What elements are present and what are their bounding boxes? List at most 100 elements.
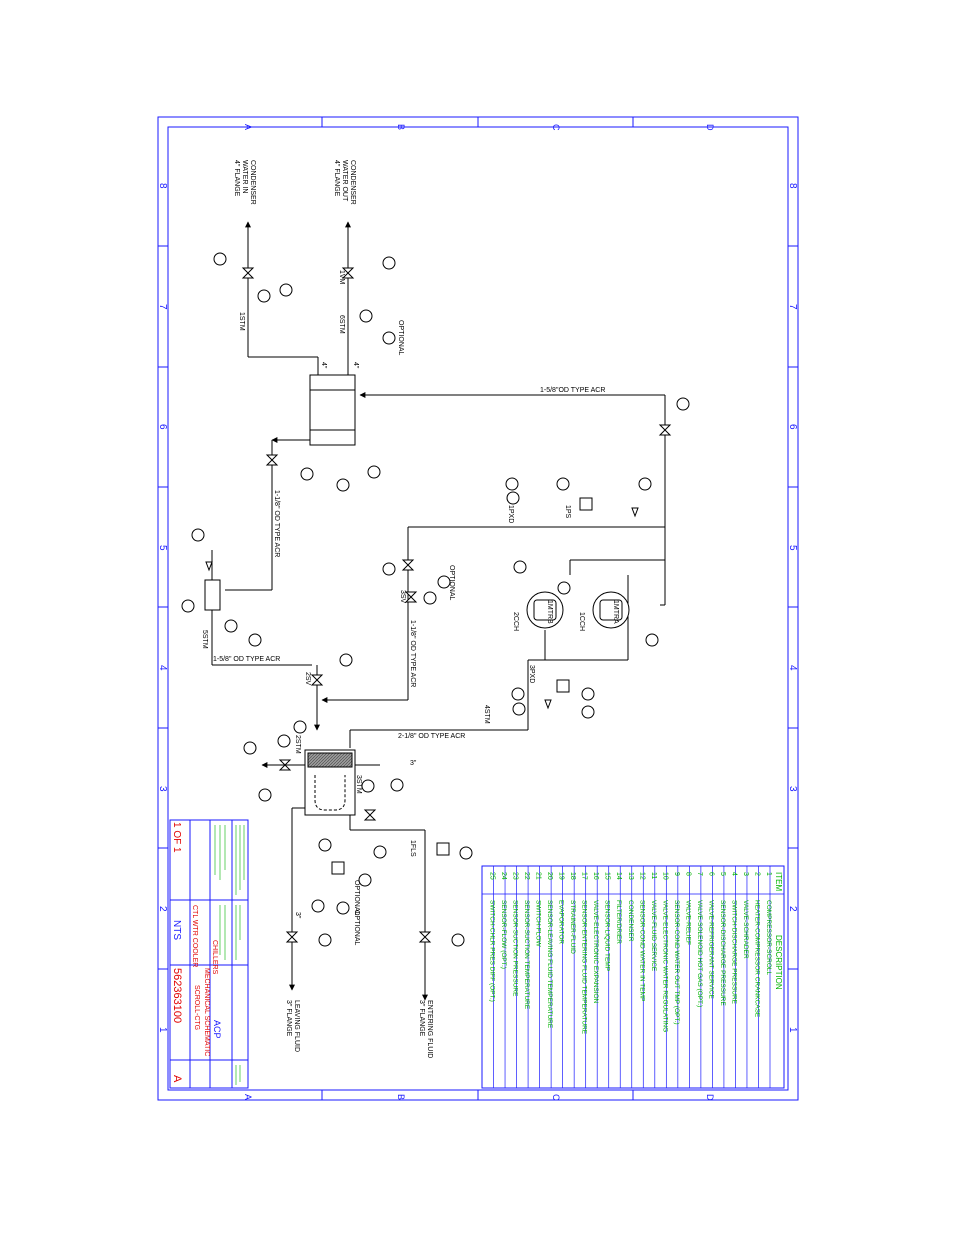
leaving-fluid-label: 3" FLANGE: [285, 1000, 292, 1037]
legend-item-description: COMPRESSOR-SCROLL: [765, 900, 772, 976]
border-numbers: 8 7 6 5 4 3 2 1 8 7 6 5 4 3 2 1: [157, 183, 798, 1033]
legend-item-description: STRAINER-FLUID: [569, 900, 576, 954]
tag-1vm: 1VM: [338, 270, 345, 285]
legend-item-description: CONDENSER: [627, 900, 634, 942]
three-inch-label: 3": [294, 912, 301, 919]
legend-item-number: 17: [581, 872, 588, 880]
legend-item-number: 15: [604, 872, 611, 880]
compressor-a-label: 1MTRA: [612, 600, 619, 624]
legend-item-description: SWITCH-CHLR PRES DIFF (OPT.): [489, 900, 496, 1002]
cond-water-out-label: WATER OUT: [341, 160, 348, 202]
zone-number: 7: [787, 304, 798, 310]
legend-item-description: SENSOR-SUCTION TEMPERATURE: [523, 900, 530, 1010]
legend-item-number: 23: [512, 872, 519, 880]
tag-6stm: 6STM: [338, 315, 345, 334]
tag-3pxd: 3PXD: [528, 665, 535, 683]
legend-item-description: VALVE-FLUID SERVICE: [650, 900, 657, 972]
drawing-frame: [157, 116, 799, 1101]
legend-item-description: SENSOR-LIQUID TEMP: [604, 900, 611, 971]
legend-item-number: 21: [535, 872, 542, 880]
legend-item-description: SENSOR-COND WATER OUT TMP (OPT.): [673, 900, 680, 1025]
zone-number: 2: [157, 906, 168, 912]
zone-number: 4: [787, 665, 798, 671]
drawing-scale: NTS: [171, 920, 182, 940]
legend-item-number: 11: [650, 872, 657, 879]
tag-1cch: 1CCH: [578, 612, 585, 631]
instruments: [181, 252, 690, 947]
legend-item-number: 6: [707, 872, 714, 876]
legend-item-number: 8: [684, 872, 691, 876]
tag-1pxd: 1PXD: [507, 505, 514, 523]
legend-item-description: FILTER/DRIER: [615, 900, 622, 944]
optional-label: OPTIONAL: [448, 565, 455, 601]
brand-logo: ACP: [212, 1020, 222, 1039]
liquid-line-label: 1-1/8" OD TYPE ACR: [273, 490, 280, 557]
revision-notes: [214, 825, 245, 1085]
zone-number: 1: [787, 1027, 798, 1033]
suction-line-label: 1-5/8" OD TYPE ACR: [213, 656, 280, 663]
cond-water-out-label: CONDENSER: [349, 160, 356, 205]
optional-label: OPTIONAL: [397, 320, 404, 356]
zone-number: 3: [787, 786, 798, 792]
zone-letter: D: [705, 1094, 715, 1101]
three-inch-label: 3": [410, 760, 417, 767]
cond-water-in-label: WATER IN: [241, 160, 248, 193]
legend-item-description: VALVE-SCHRADER: [742, 900, 749, 959]
discharge-line-label: 1-1/8" OD TYPE ACR: [409, 620, 416, 687]
cond-water-out-label: 4" FLANGE: [333, 160, 340, 197]
legend-item-number: 22: [523, 872, 530, 880]
legend-table: ITEM DESCRIPTION 1COMPRESSOR-SCROLL2HEAT…: [481, 865, 785, 1089]
cond-water-in-label: 4" FLANGE: [233, 160, 240, 197]
zone-letter: C: [551, 1094, 561, 1101]
legend-item-description: SWITCH-DISCHARGE PRESSURE: [730, 900, 737, 1005]
legend-item-description: SENSOR-DISCHARGE PRESSURE: [719, 900, 726, 1006]
zone-letter: C: [551, 124, 561, 131]
legend-item-number: 19: [558, 872, 565, 880]
legend-item-number: 10: [661, 872, 668, 880]
filter-drier: [204, 579, 221, 611]
zone-number: 6: [157, 424, 168, 430]
tag-4stm: 4STM: [483, 705, 490, 724]
zone-number: 6: [787, 424, 798, 430]
legend-item-number: 16: [592, 872, 599, 880]
legend-item-number: 20: [546, 872, 553, 880]
legend-header-item: ITEM: [774, 872, 783, 891]
legend-item-description: SENSOR-LEAVING FLUID TEMPERATURE: [546, 900, 553, 1029]
optional-label: OPTIONAL: [353, 910, 360, 946]
legend-item-description: EVAPORATOR: [558, 900, 565, 944]
zone-number: 3: [157, 786, 168, 792]
legend-item-number: 4: [730, 872, 737, 876]
zone-letter: A: [243, 124, 253, 130]
tag-3stm: 3STM: [355, 775, 362, 794]
suction-header-label: 1-5/8"OD TYPE ACR: [540, 387, 605, 394]
tag-2cch: 2CCH: [512, 612, 519, 631]
legend-item-number: 14: [615, 872, 622, 880]
drawing-title: MECHANICAL SCHEMATIC: [203, 968, 210, 1056]
four-inch-label: 4": [352, 362, 359, 369]
sheet-number: 1 OF 1: [171, 822, 182, 853]
legend-item-description: VALVE-REFRIGERANT SERVICE: [707, 900, 714, 1000]
evaporator: [304, 749, 356, 816]
four-inch-label: 4": [320, 362, 327, 369]
legend-item-number: 5: [719, 872, 726, 876]
entering-fluid-label: 3" FLANGE: [418, 1000, 425, 1037]
legend-item-number: 24: [500, 872, 507, 880]
zone-number: 8: [157, 183, 168, 189]
border-letters: A B C D A B C D: [243, 124, 715, 1101]
legend-item-number: 18: [569, 872, 576, 880]
legend-item-description: VALVE-ELECTRONIC EXPANSION: [592, 900, 599, 1004]
legend-item-number: 13: [627, 872, 634, 880]
zone-letter: B: [396, 1094, 406, 1100]
legend-item-number: 9: [673, 872, 680, 876]
zone-number: 7: [157, 304, 168, 310]
entering-fluid-label: ENTERING FLUID: [426, 1000, 433, 1058]
compressor-a: [592, 591, 630, 629]
tag-1stm: 1STM: [238, 312, 245, 331]
legend-item-description: VALVE-RELIEF: [684, 900, 691, 945]
compressor-b: [526, 591, 564, 629]
zone-number: 2: [787, 906, 798, 912]
legend-item-number: 2: [753, 872, 760, 876]
tag-1ps: 1PS: [564, 505, 571, 519]
zone-number: 4: [157, 665, 168, 671]
